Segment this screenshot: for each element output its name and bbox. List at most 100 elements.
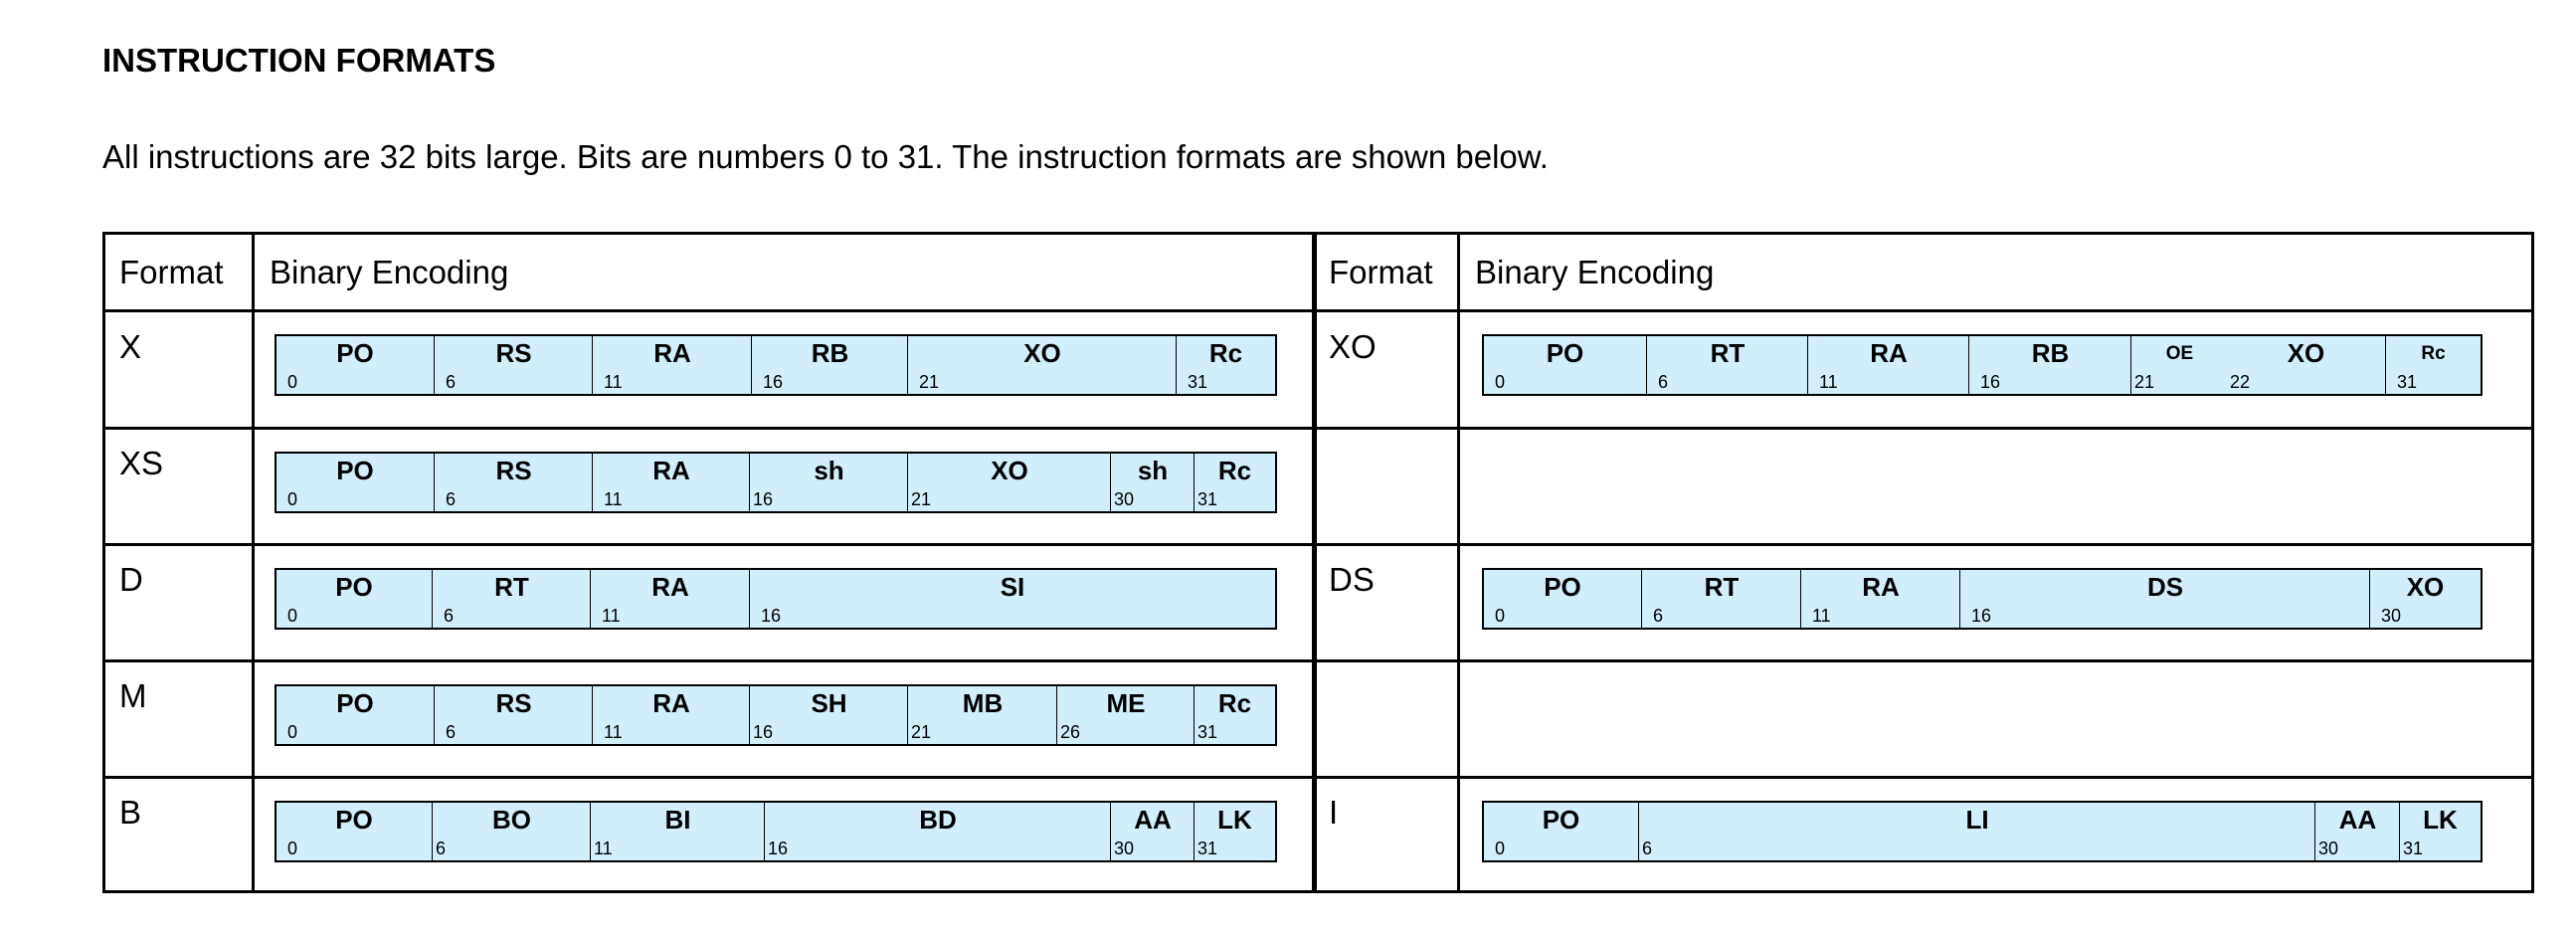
row-divider — [102, 543, 2534, 546]
field-name: Rc — [1208, 338, 1243, 368]
field-rb: RB 16 — [751, 336, 908, 394]
field-name: RB — [811, 338, 849, 368]
field-bit-number: 16 — [761, 606, 782, 626]
field-bit-number: 16 — [1980, 372, 2001, 392]
field-name: MB — [962, 688, 1004, 718]
field-bit-number: 0 — [287, 489, 298, 509]
field-bit-number: 30 — [2381, 606, 2402, 626]
field-name: AA — [1134, 805, 1172, 835]
field-bi: BI 11 — [590, 803, 765, 860]
field-name: PO — [1542, 805, 1580, 835]
field-name: BI — [664, 805, 691, 835]
field-bit-number: 16 — [763, 372, 784, 392]
field-name: PO — [335, 572, 373, 602]
field-name: PO — [335, 805, 373, 835]
field-name: LK — [1217, 805, 1252, 835]
field-po: PO 0 — [276, 803, 432, 860]
field-po: PO 0 — [276, 570, 432, 628]
table-border-left — [102, 232, 105, 893]
field-rt: RT 6 — [432, 570, 591, 628]
field-bit-number: 6 — [446, 489, 457, 509]
header-format: Format — [1329, 254, 1433, 290]
field-name: XO — [2406, 572, 2445, 602]
table-border-top — [102, 232, 2534, 235]
field-name: BD — [919, 805, 957, 835]
field-si: SI 16 — [749, 570, 1275, 628]
field-name: RS — [495, 688, 532, 718]
field-name: RT — [1704, 572, 1740, 602]
field-bit-number: 0 — [287, 839, 298, 858]
field-name: PO — [336, 456, 374, 485]
field-bit-number: 16 — [768, 839, 789, 858]
field-name: sh — [814, 456, 844, 485]
field-name: PO — [336, 688, 374, 718]
field-bit-number: 11 — [604, 372, 623, 392]
field-bit-number: 31 — [2397, 372, 2418, 392]
field-sh: SH 16 — [749, 686, 908, 744]
field-bit-number: 30 — [2318, 839, 2339, 858]
field-xo: XO 22 — [2227, 336, 2385, 394]
field-bit-number: 22 — [2230, 372, 2251, 392]
field-name: RT — [494, 572, 529, 602]
field-bit-number: 16 — [753, 722, 774, 742]
field-bit-number: 6 — [1653, 606, 1664, 626]
field-name: PO — [1544, 572, 1581, 602]
field-po: PO 0 — [276, 454, 434, 511]
field-bit-number: 6 — [444, 606, 455, 626]
field-bit-number: 0 — [287, 372, 298, 392]
format-label-d: D — [119, 561, 143, 598]
field-name: OE — [2165, 343, 2194, 364]
field-name: SI — [1000, 572, 1025, 602]
field-bit-number: 21 — [919, 372, 940, 392]
row-divider — [102, 427, 2534, 430]
field-name: XO — [1023, 338, 1061, 368]
field-bit-number: 0 — [287, 606, 298, 626]
field-name: RA — [1870, 338, 1908, 368]
field-name: LI — [1965, 805, 1989, 835]
field-bit-number: 31 — [2403, 839, 2424, 858]
row-divider — [102, 776, 2534, 779]
field-oe: OE 21 — [2130, 336, 2228, 394]
format-label-xo: XO — [1329, 328, 1377, 365]
header-divider — [102, 309, 2534, 312]
field-name: SH — [811, 688, 847, 718]
field-name: Rc — [1217, 456, 1252, 485]
row-divider — [102, 659, 2534, 662]
format-label-x: X — [119, 328, 142, 365]
field-li: LI 6 — [1638, 803, 2315, 860]
field-name: XO — [2287, 338, 2325, 368]
header-format: Format — [119, 254, 224, 290]
field-rs: RS 6 — [434, 686, 593, 744]
format-label-i: I — [1329, 794, 1339, 831]
table-border-right — [2531, 232, 2534, 893]
field-bit-number: 11 — [594, 839, 613, 858]
field-bit-number: 21 — [2134, 372, 2155, 392]
field-bit-number: 6 — [1642, 839, 1653, 858]
field-bit-number: 6 — [446, 722, 457, 742]
page-title: INSTRUCTION FORMATS — [102, 42, 496, 79]
field-bit-number: 0 — [1495, 839, 1506, 858]
column-divider — [252, 232, 255, 893]
field-name: DS — [2146, 572, 2184, 602]
